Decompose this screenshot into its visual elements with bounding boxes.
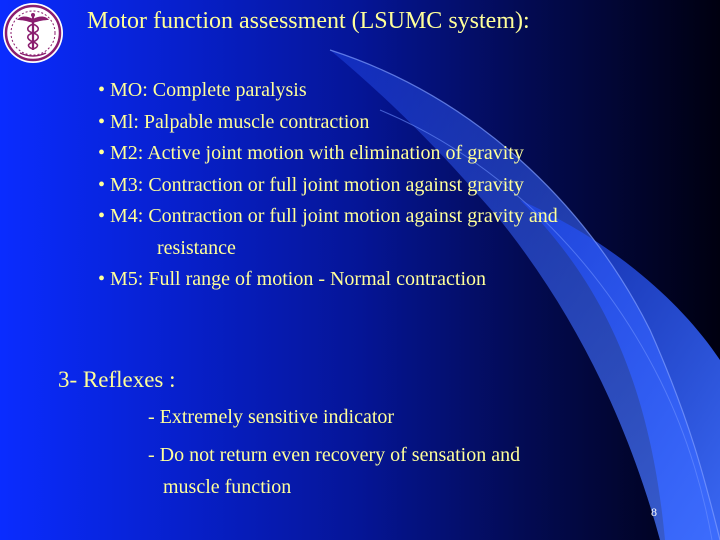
- list-item: - Do not return even recovery of sensati…: [148, 439, 520, 503]
- page-number: 8: [651, 505, 657, 519]
- list-item: • M4: Contraction or full joint motion a…: [98, 201, 558, 264]
- reflex-point-1: - Extremely sensitive indicator: [148, 406, 395, 428]
- list-item: • M2: Active joint motion with eliminati…: [98, 138, 558, 170]
- reflexes-heading: 3- Reflexes :: [58, 367, 176, 392]
- reflex-point-2: - Do not return even recovery of sensati…: [148, 444, 521, 466]
- list-item: • M3: Contraction or full joint motion a…: [98, 170, 558, 202]
- list-item: • MO: Complete paralysis: [98, 75, 558, 107]
- reflex-point-list: - Extremely sensitive indicator: [148, 401, 394, 433]
- grade-m5: • M5: Full range of motion - Normal cont…: [98, 268, 487, 290]
- grade-m1: • Ml: Palpable muscle contraction: [98, 110, 370, 133]
- grade-m2: • M2: Active joint motion with eliminati…: [98, 142, 524, 164]
- grade-m4-continuation: resistance: [157, 236, 236, 259]
- reflex-point-2-continuation: muscle function: [163, 476, 292, 498]
- grade-m0: • MO: Complete paralysis: [98, 79, 307, 101]
- grade-m3: • M3: Contraction or full joint motion a…: [98, 173, 524, 196]
- list-item: - Extremely sensitive indicator: [148, 401, 394, 433]
- grade-m4: • M4: Contraction or full joint motion a…: [98, 205, 558, 227]
- slide-title: Motor function assessment (LSUMC system)…: [87, 8, 530, 34]
- medical-emblem-icon: [3, 3, 63, 63]
- reflex-point-list-2: - Do not return even recovery of sensati…: [148, 439, 520, 503]
- list-item: • M5: Full range of motion - Normal cont…: [98, 264, 558, 296]
- institute-logo: [2, 2, 64, 64]
- motor-grade-list: • MO: Complete paralysis • Ml: Palpable …: [98, 75, 558, 296]
- list-item: • Ml: Palpable muscle contraction: [98, 107, 558, 139]
